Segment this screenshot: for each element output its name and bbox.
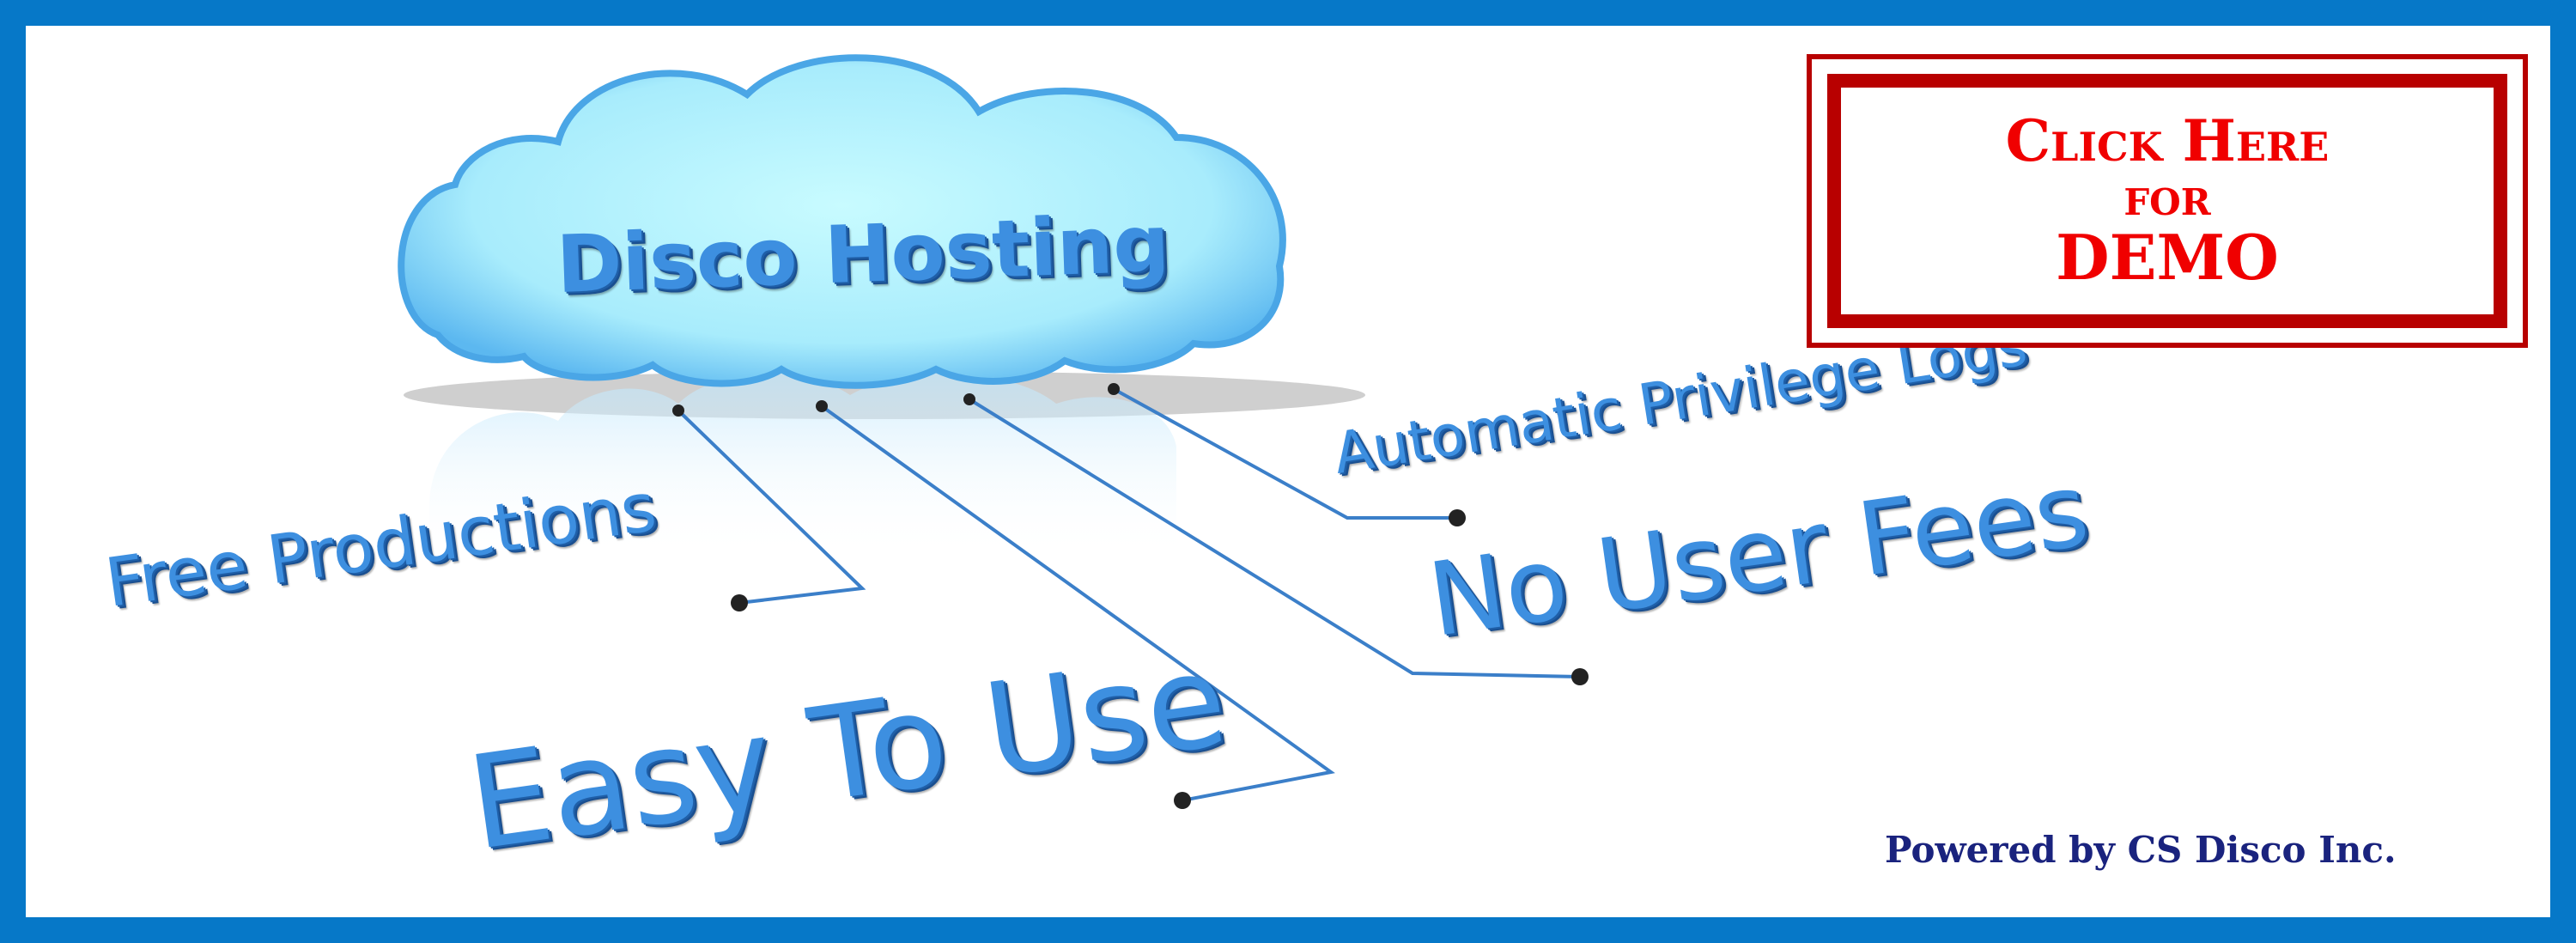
demo-line-click-here: Click Here	[2005, 107, 2330, 175]
demo-line-demo: DEMO	[2056, 221, 2279, 295]
cloud-reflection	[429, 373, 1176, 558]
banner: Disco Hosting Free Productions Easy To U…	[26, 26, 2550, 917]
demo-button-frame: Click Here for DEMO	[1827, 74, 2507, 328]
demo-line-for: for	[2123, 167, 2211, 228]
demo-button[interactable]: Click Here for DEMO	[1807, 54, 2528, 348]
connector-free-productions	[677, 409, 866, 605]
connector-no-user-fees	[968, 398, 1581, 678]
cloud-shape	[398, 54, 1286, 389]
connector-privilege-logs	[1113, 387, 1457, 520]
cloud-illustration	[398, 54, 1589, 809]
connector-easy-to-use	[820, 405, 1335, 802]
connector-lines	[677, 387, 1581, 802]
powered-by-text: Powered by CS Disco Inc.	[1885, 829, 2397, 871]
connector-dots	[672, 383, 1589, 809]
